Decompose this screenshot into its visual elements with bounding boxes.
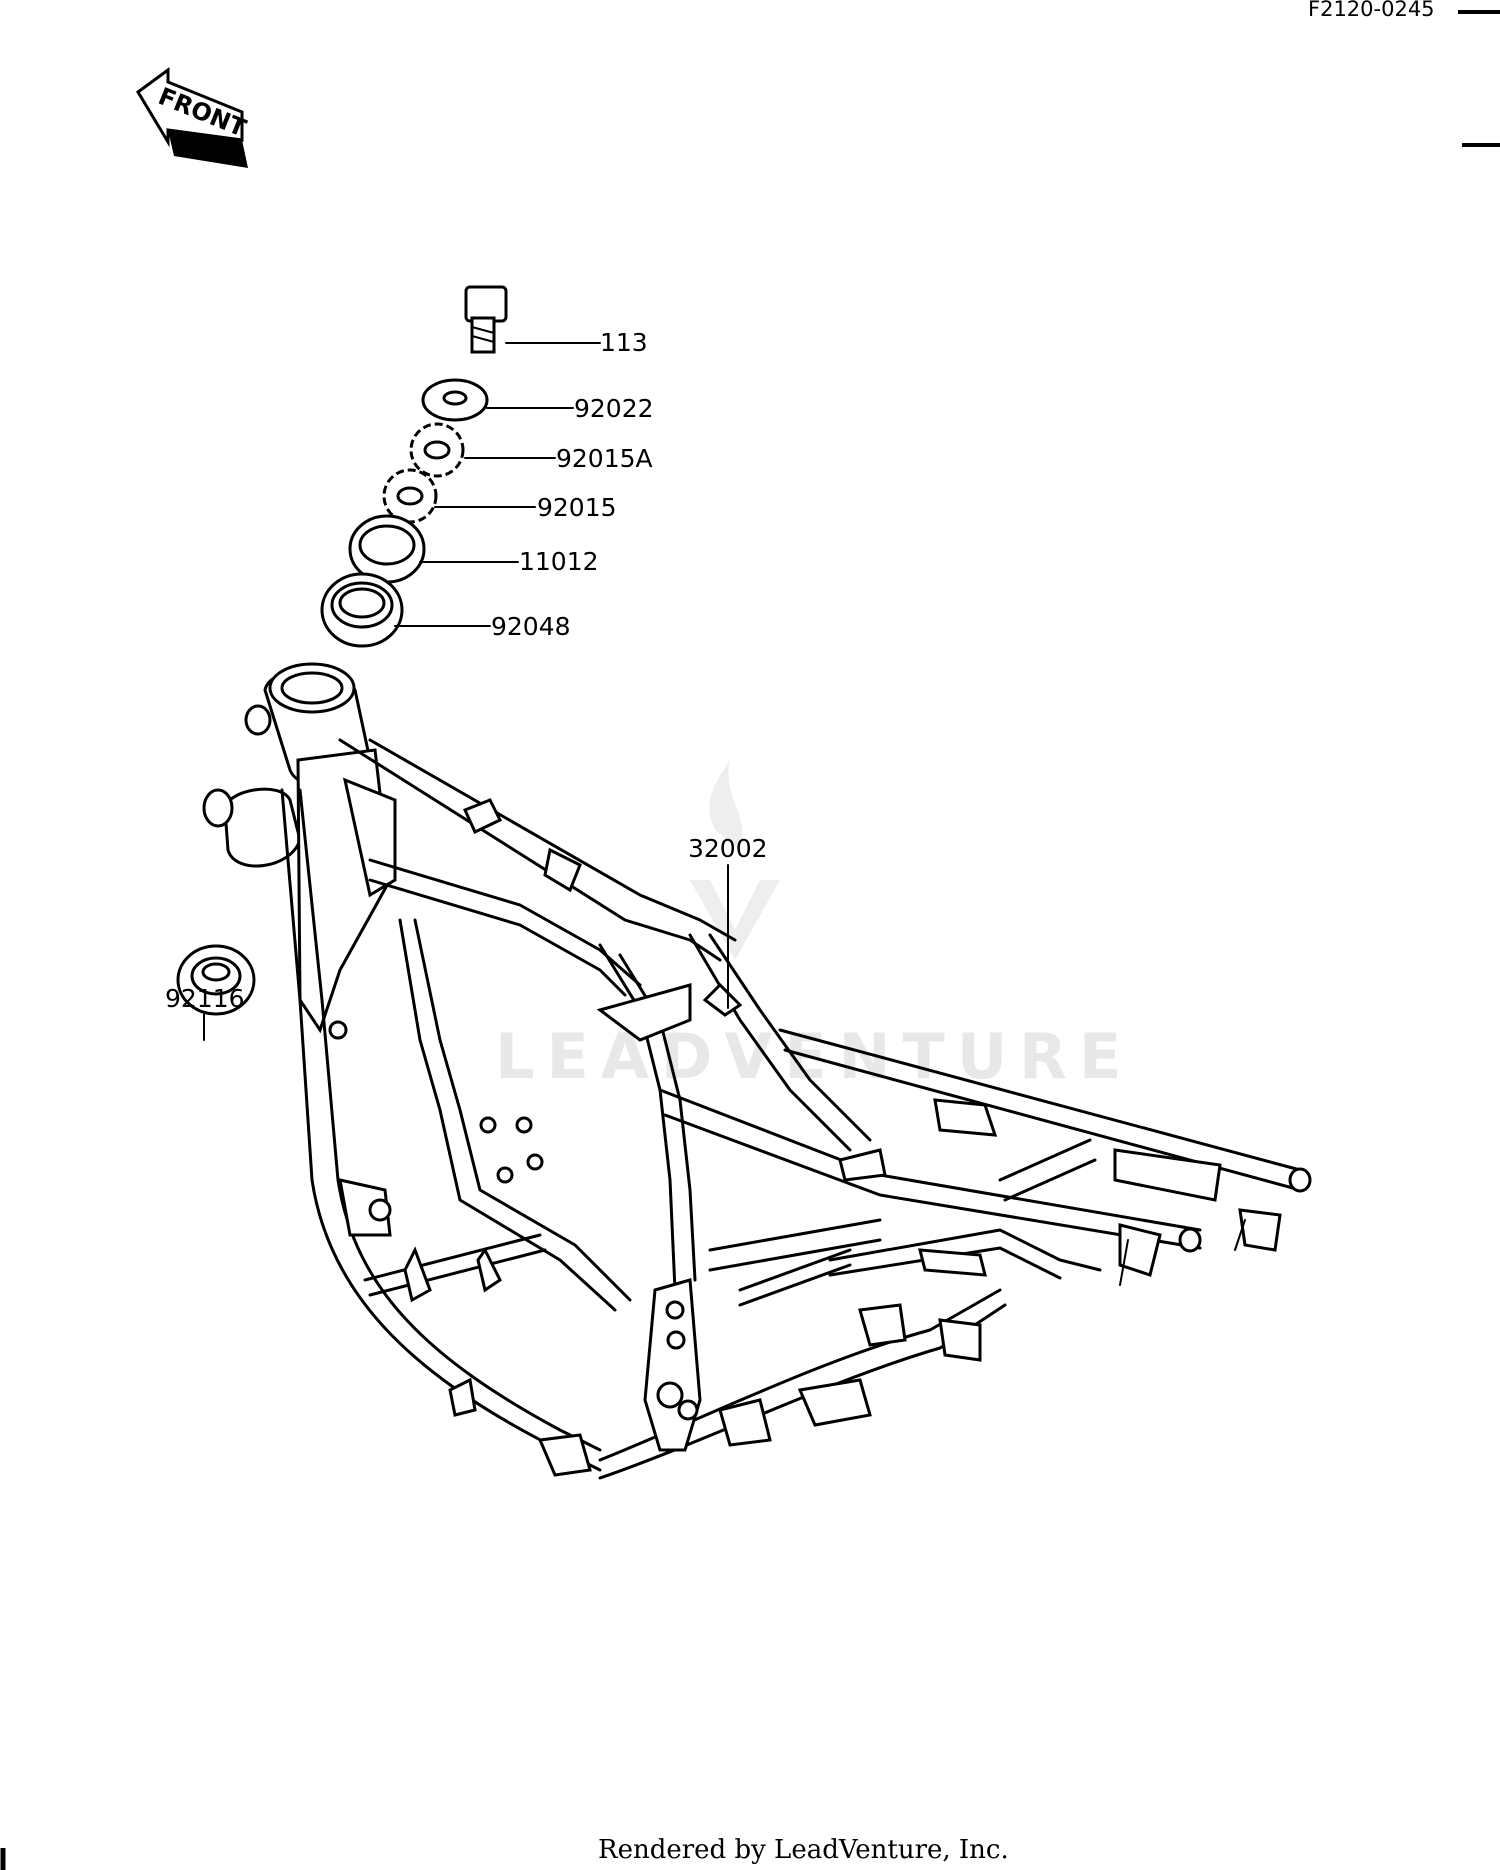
washer-92022 [421,378,489,422]
footer-credit: Rendered by LeadVenture, Inc. [598,1835,1009,1865]
callout-leaders [203,342,729,1041]
cap-11012 [348,514,426,584]
callout-92048: 92048 [491,612,571,641]
front-arrow-icon: FRONT [136,67,251,168]
callout-32002: 32002 [688,834,768,863]
diagram-code: F2120-0245 [1308,0,1435,21]
bolt-113 [464,285,508,354]
callout-92015a: 92015A [556,444,653,473]
callout-113: 113 [600,328,648,357]
callout-92116: 92116 [165,984,245,1013]
callout-11012: 11012 [519,547,599,576]
leadventure-watermark: LEADVENTURE [495,760,1121,1093]
callout-92022: 92022 [574,394,654,423]
lower-seal-92116 [176,944,256,1016]
lock-washer-92015a [409,422,465,478]
seal-92048 [320,572,404,648]
frame-32002 [202,662,1312,1480]
callout-92015: 92015 [537,493,617,522]
lock-washer-92015 [382,468,438,524]
